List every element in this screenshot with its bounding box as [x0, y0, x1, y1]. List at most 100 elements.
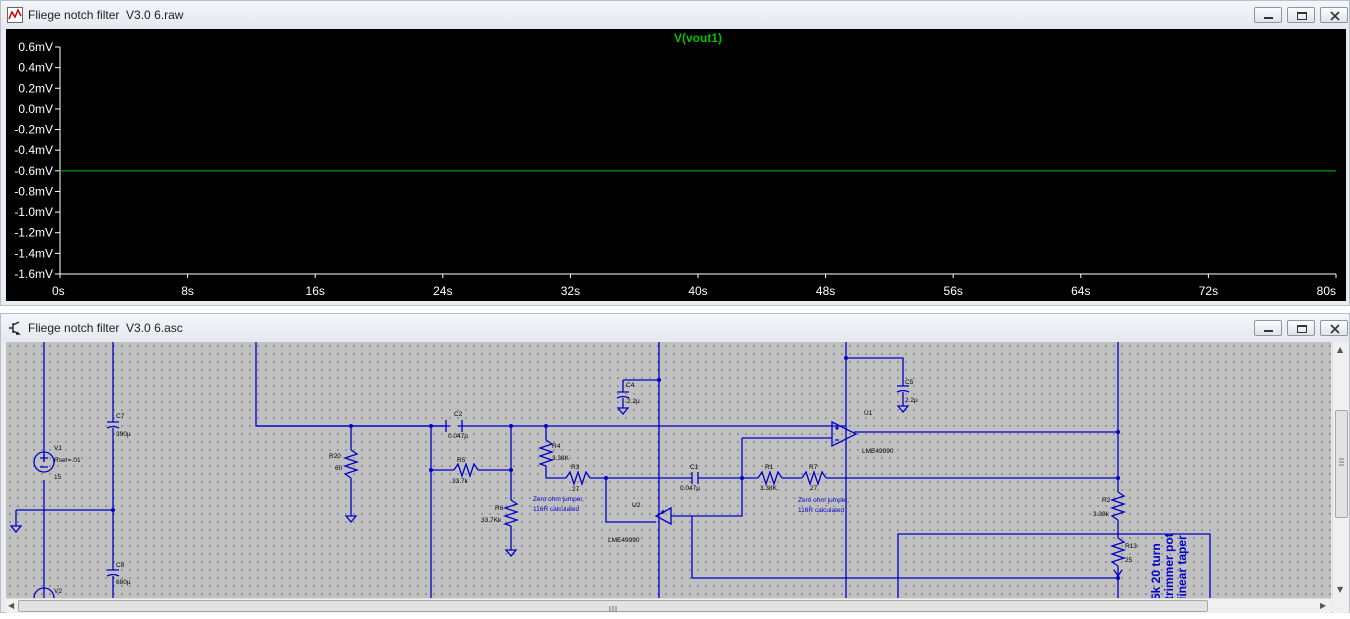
size-grip — [1332, 598, 1349, 613]
maximize-icon — [1297, 12, 1307, 20]
x-tick-label: 56s — [944, 284, 963, 298]
x-tick-label: 32s — [561, 284, 580, 298]
label-r20-value: 60 — [335, 465, 343, 472]
schematic-symbols — [33, 385, 1127, 598]
maximize-button[interactable] — [1287, 320, 1315, 336]
horizontal-scrollbar[interactable]: ◀ ▶ — [6, 598, 1331, 613]
label-c5: C5 — [905, 379, 914, 386]
label-r3: R3 — [571, 464, 580, 471]
close-button[interactable] — [1320, 7, 1348, 23]
label-r13: R13 — [1125, 543, 1137, 550]
minimize-icon — [1264, 17, 1273, 19]
label-u2-value: LME49990 — [608, 537, 640, 544]
y-tick-label: -1.2mV — [14, 226, 53, 240]
y-tick-label: 0.0mV — [18, 102, 53, 116]
label-v2: V2 — [54, 588, 62, 595]
pot-comment-line-2: trimmer pot — [1162, 533, 1176, 598]
schematic-window: Fliege notch filter V3.0 6.asc — [0, 313, 1350, 613]
component-labels: C7 390µ V1 Rser=.01 15 C8 680µ V2 R20 60… — [54, 379, 1137, 595]
minimize-icon — [1264, 330, 1273, 332]
label-v1: V1 — [54, 445, 62, 452]
minimize-button[interactable] — [1254, 7, 1282, 23]
label-v1-value: 15 — [54, 474, 62, 481]
label-c7-value: 390µ — [116, 431, 131, 438]
scroll-down-icon[interactable]: ▼ — [1337, 585, 1344, 594]
y-tick-label: -1.6mV — [14, 267, 53, 281]
schematic-canvas[interactable]: C7 390µ V1 Rser=.01 15 C8 680µ V2 R20 60… — [6, 342, 1331, 598]
label-r5-value: 33.7k — [452, 478, 469, 485]
pot-comment-line-3: linear taper — [1175, 535, 1189, 598]
label-c4: C4 — [626, 382, 635, 389]
waveform-chart[interactable]: 0.6mV0.4mV0.2mV0.0mV-0.2mV-0.4mV-0.6mV-0… — [6, 29, 1346, 301]
label-r4-value: 3.38K — [552, 455, 570, 462]
scroll-left-icon[interactable]: ◀ — [8, 601, 15, 610]
label-r1: R1 — [765, 464, 774, 471]
label-r2-value: 3.38k — [1093, 511, 1110, 518]
y-tick-label: 0.2mV — [18, 81, 53, 95]
label-r1-value: 3.38K — [760, 485, 778, 492]
label-r7: R7 — [809, 464, 818, 471]
schematic-window-title: Fliege notch filter V3.0 6.asc — [28, 321, 183, 335]
label-r3-note-1: Zero ohm jumper, — [533, 496, 584, 503]
waveform-titlebar[interactable]: Fliege notch filter V3.0 6.raw — [1, 1, 1349, 29]
y-tick-label: -0.4mV — [14, 143, 53, 157]
scroll-up-icon[interactable]: ▲ — [1337, 345, 1344, 354]
vertical-scroll-thumb[interactable] — [1335, 410, 1348, 518]
schematic-wires — [9, 342, 1211, 598]
label-c4-value: 2.2µ — [627, 398, 640, 405]
schematic-icon — [7, 320, 23, 336]
pot-comment-line-1: 5k 20 turn — [1149, 543, 1163, 598]
label-r13-value: 25 — [1125, 557, 1133, 564]
x-tick-label: 72s — [1199, 284, 1218, 298]
y-tick-label: -1.0mV — [14, 205, 53, 219]
x-tick-label: 64s — [1071, 284, 1090, 298]
label-c8-value: 680µ — [116, 579, 131, 586]
y-tick-label: -1.4mV — [14, 246, 53, 260]
junction-dots — [111, 356, 1120, 580]
y-tick-label: 0.6mV — [18, 40, 53, 54]
maximize-button[interactable] — [1287, 7, 1315, 23]
maximize-icon — [1297, 325, 1307, 333]
pot-comment: 5k 20 turn trimmer pot linear taper — [1149, 533, 1189, 598]
label-r3-value: 27 — [572, 486, 580, 493]
close-icon — [1330, 324, 1340, 334]
label-r2: R2 — [1102, 497, 1111, 504]
x-tick-label: 8s — [181, 284, 194, 298]
label-c2-value: 0.047µ — [448, 433, 468, 440]
horizontal-scroll-thumb[interactable] — [18, 600, 1208, 612]
label-v1-rser: Rser=.01 — [54, 457, 81, 464]
y-tick-label: -0.2mV — [14, 123, 53, 137]
label-c5-value: 2.2µ — [905, 397, 918, 404]
label-c1-value: 0.047µ — [680, 485, 700, 492]
label-c8: C8 — [116, 562, 125, 569]
x-tick-label: 16s — [306, 284, 325, 298]
label-r6: R6 — [495, 505, 504, 512]
close-button[interactable] — [1320, 320, 1348, 336]
x-tick-label: 0s — [52, 284, 65, 298]
x-tick-label: 24s — [433, 284, 452, 298]
close-icon — [1330, 11, 1340, 21]
label-r20: R20 — [329, 453, 341, 460]
label-r5: R5 — [457, 457, 466, 464]
scroll-right-icon[interactable]: ▶ — [1320, 601, 1327, 610]
label-c2: C2 — [454, 411, 463, 418]
minimize-button[interactable] — [1254, 320, 1282, 336]
label-c1: C1 — [690, 464, 699, 471]
label-r7-note-1: Zero ohm jumper, — [798, 497, 849, 504]
label-r7-value: 27 — [810, 485, 818, 492]
waveform-window-title: Fliege notch filter V3.0 6.raw — [28, 8, 184, 22]
waveform-icon — [7, 7, 23, 23]
label-u1: U1 — [864, 410, 873, 417]
x-tick-label: 48s — [816, 284, 835, 298]
label-u1-value: LME49990 — [862, 448, 894, 455]
y-tick-label: -0.6mV — [14, 164, 53, 178]
label-u2: U2 — [632, 502, 641, 509]
y-tick-label: -0.8mV — [14, 184, 53, 198]
x-tick-label: 80s — [1317, 284, 1336, 298]
label-r4: R4 — [552, 443, 561, 450]
r7-note: Zero ohm jumper, 116R calculated — [798, 497, 849, 514]
vertical-scrollbar[interactable]: ▲ ▼ — [1332, 342, 1349, 598]
schematic-titlebar[interactable]: Fliege notch filter V3.0 6.asc — [1, 314, 1349, 342]
